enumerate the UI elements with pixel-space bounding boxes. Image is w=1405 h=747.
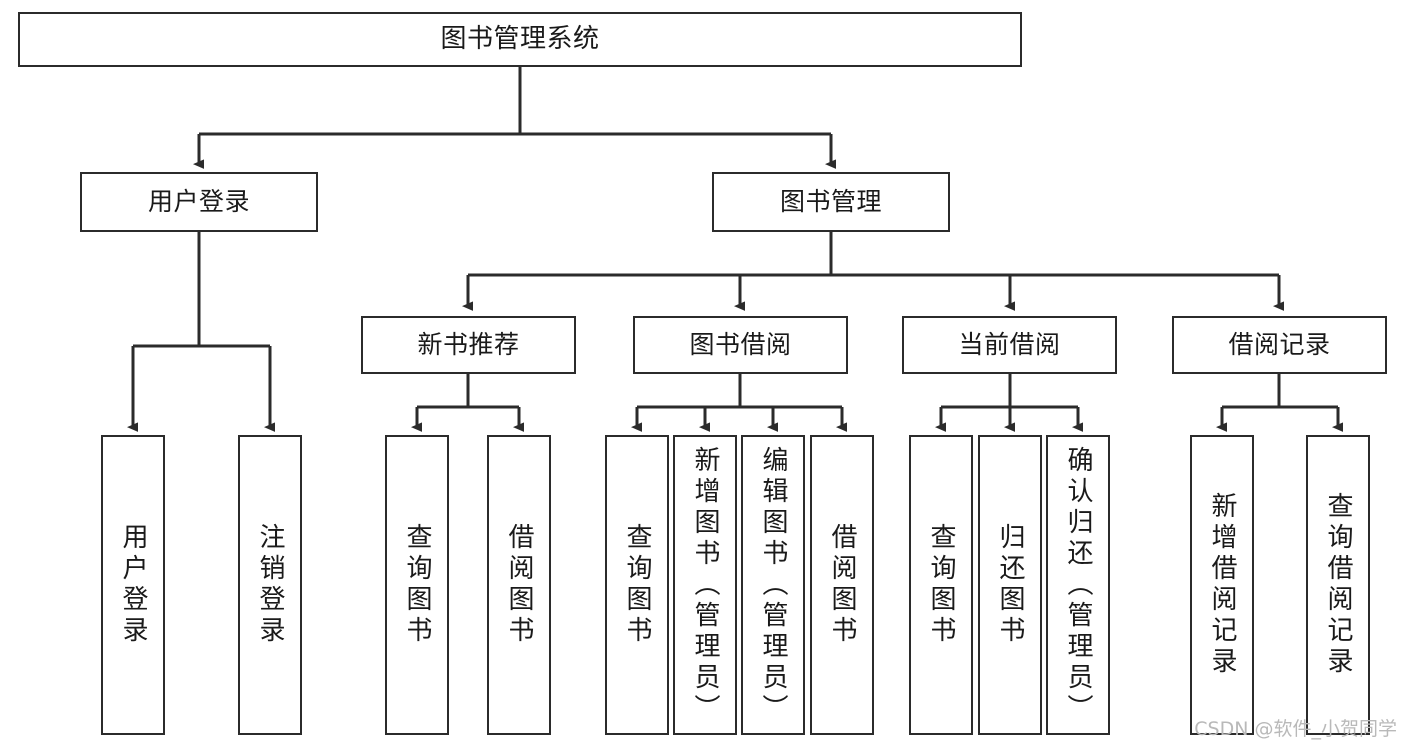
leaf-records-add-borrow-record[interactable]: 新增借阅记录 [1190,435,1254,735]
node-label: 编辑图书（管理员） [758,445,788,725]
leaf-current-borrow-confirm-return-admin[interactable]: 确认归还（管理员） [1046,435,1110,735]
leaf-current-borrow-query-books[interactable]: 查询图书 [909,435,973,735]
leaf-user-login-logout[interactable]: 注销登录 [238,435,302,735]
node-label: 查询图书 [926,523,956,647]
leaf-new-book-borrow-books[interactable]: 借阅图书 [487,435,551,735]
watermark-text: CSDN @软件_小贺同学 [1194,718,1397,740]
leaf-book-borrow-borrow-books[interactable]: 借阅图书 [810,435,874,735]
node-label: 新增借阅记录 [1207,492,1237,678]
node-current-borrow[interactable]: 当前借阅 [902,316,1117,374]
node-label: 借阅记录 [1228,330,1331,360]
node-label: 注销登录 [255,523,285,647]
node-label: 图书管理 [779,187,882,217]
node-label: 查询图书 [622,523,652,647]
leaf-book-borrow-query-books[interactable]: 查询图书 [605,435,669,735]
leaf-book-borrow-add-book-admin[interactable]: 新增图书（管理员） [673,435,737,735]
node-book-management[interactable]: 图书管理 [712,172,950,232]
node-label: 用户登录 [147,187,250,217]
node-label: 当前借阅 [958,330,1061,360]
node-label: 确认归还（管理员） [1063,445,1093,725]
leaf-new-book-query-books[interactable]: 查询图书 [385,435,449,735]
node-user-login[interactable]: 用户登录 [80,172,318,232]
leaf-records-query-borrow-record[interactable]: 查询借阅记录 [1306,435,1370,735]
node-label: 用户登录 [118,523,148,647]
node-label: 图书管理系统 [440,24,600,55]
leaf-current-borrow-return-books[interactable]: 归还图书 [978,435,1042,735]
node-label: 图书借阅 [689,330,792,360]
node-label: 查询图书 [402,523,432,647]
node-label: 归还图书 [995,523,1025,647]
node-book-borrow[interactable]: 图书借阅 [633,316,848,374]
node-label: 新增图书（管理员） [690,445,720,725]
node-label: 新书推荐 [417,330,520,360]
node-borrow-records[interactable]: 借阅记录 [1172,316,1387,374]
node-label: 借阅图书 [504,523,534,647]
node-root-library-system[interactable]: 图书管理系统 [18,12,1022,67]
leaf-user-login-login[interactable]: 用户登录 [101,435,165,735]
leaf-book-borrow-edit-book-admin[interactable]: 编辑图书（管理员） [741,435,805,735]
node-label: 查询借阅记录 [1323,492,1353,678]
node-label: 借阅图书 [827,523,857,647]
node-new-book-recommend[interactable]: 新书推荐 [361,316,576,374]
